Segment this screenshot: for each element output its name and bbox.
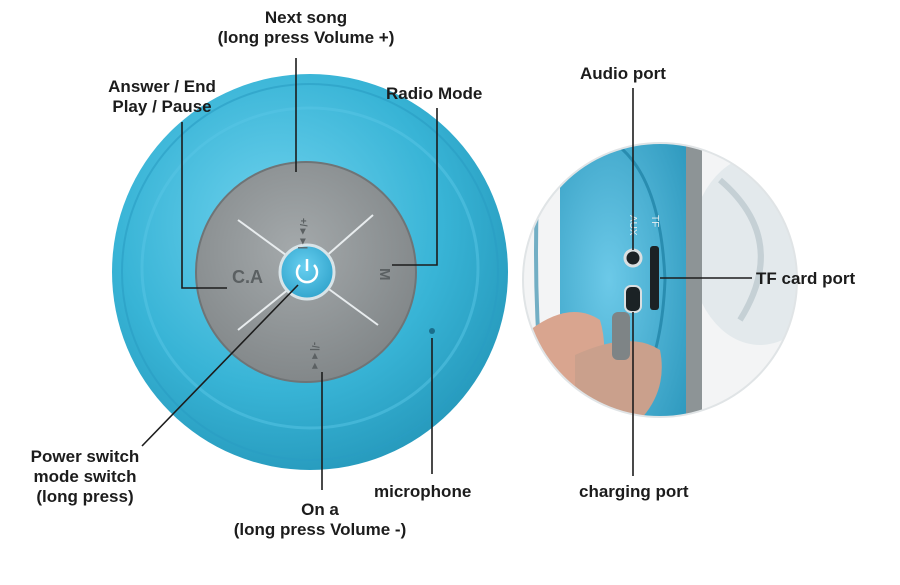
power-switch-line2: mode switch: [33, 467, 137, 486]
tf-card-port-label: TF card port: [756, 269, 856, 288]
radio-mode-label: Radio Mode: [386, 84, 483, 103]
answer-key-mark: C.A: [232, 267, 263, 287]
speaker-front: C.A M +/►►| -/|◄◄: [112, 74, 508, 470]
next-song-label: Next song (long press Volume +): [196, 8, 416, 48]
answer-end-label: Answer / End Play / Pause: [92, 77, 232, 117]
previous-label: On a (long press Volume -): [210, 500, 430, 540]
prev-key-mark: -/|◄◄: [309, 342, 320, 371]
charging-port-label: charging port: [579, 482, 689, 501]
callout-lines: [141, 58, 752, 490]
callout-answer-end: [181, 122, 227, 289]
previous-line2: (long press Volume -): [233, 520, 407, 539]
answer-end-line2: Play / Pause: [112, 97, 212, 116]
microphone-label: microphone: [374, 482, 472, 501]
tf-mark: TF: [649, 215, 660, 227]
power-switch-line1: Power switch: [30, 447, 140, 466]
audio-port-label: Audio port: [580, 64, 666, 83]
mode-key-mark: M: [376, 268, 393, 281]
callout-radio-mode: [392, 108, 438, 266]
next-song-line1: Next song: [264, 8, 348, 27]
power-switch-label: Power switch mode switch (long press): [10, 447, 160, 507]
power-switch-line3: (long press): [36, 487, 134, 506]
answer-end-line1: Answer / End: [108, 77, 216, 96]
previous-line1: On a: [301, 500, 339, 519]
next-key-mark: +/►►|: [297, 218, 308, 249]
next-song-line2: (long press Volume +): [217, 28, 395, 47]
callout-power-switch: [141, 284, 299, 447]
